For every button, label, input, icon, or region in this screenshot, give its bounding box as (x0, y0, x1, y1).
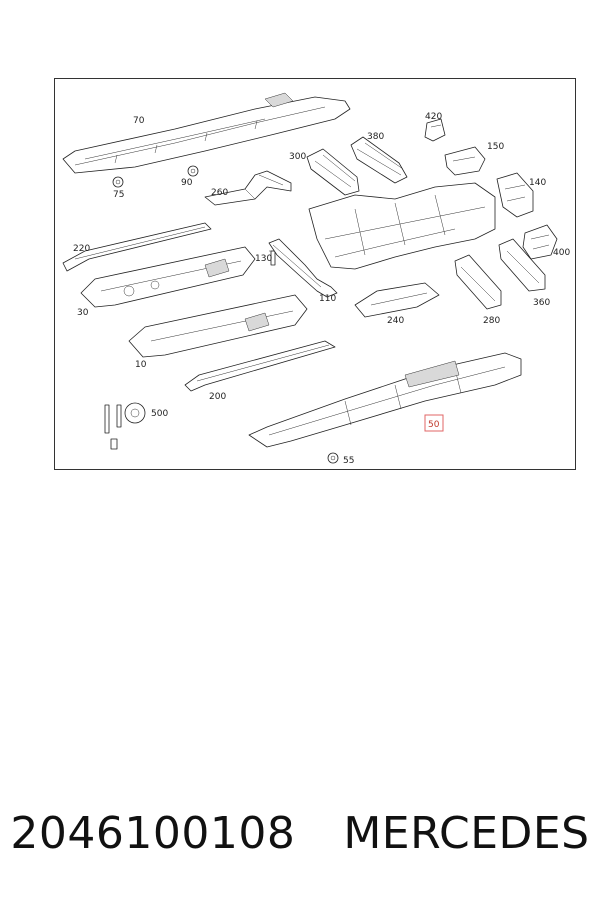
callout-10: 10 (135, 360, 147, 370)
callout-50: 50 (428, 420, 440, 430)
part-90-clip (187, 165, 199, 177)
part-420-bracket (424, 118, 446, 142)
part-75-clip (112, 176, 124, 188)
part-70-floor-panel (62, 92, 351, 174)
callout-260: 260 (211, 188, 228, 198)
part-number: 2046100108 (10, 807, 296, 859)
part-240-bracket (354, 282, 440, 318)
caption-bar: 2046100108 MERCEDES (0, 798, 600, 868)
callout-140: 140 (529, 178, 546, 188)
callout-500: 500 (151, 409, 168, 419)
part-360-reinforcement (498, 238, 546, 292)
part-50-main-floor-panel (248, 352, 522, 448)
callout-240: 240 (387, 316, 404, 326)
callout-70: 70 (133, 116, 145, 126)
callout-150: 150 (487, 142, 504, 152)
callout-400: 400 (553, 248, 570, 258)
part-140-bracket (496, 172, 534, 218)
part-400-bracket (522, 224, 558, 260)
callout-30: 30 (77, 308, 89, 318)
part-55-clip (327, 452, 339, 464)
part-380-reinforcement (350, 136, 408, 184)
part-30-floor-panel (80, 246, 256, 308)
part-500-hardware-kit (104, 402, 146, 450)
part-150-bracket (444, 146, 486, 176)
callout-360: 360 (533, 298, 550, 308)
callout-280: 280 (483, 316, 500, 326)
part-110-brace (268, 238, 338, 298)
highlight-box-50 (424, 414, 444, 432)
callout-75: 75 (113, 190, 124, 200)
callout-380: 380 (367, 132, 384, 142)
part-200-rail (184, 340, 336, 392)
floor-assembly-diagram: 70 75 90 260 300 380 (62, 92, 570, 466)
part-280-cross-member (454, 254, 502, 310)
callout-220: 220 (73, 244, 90, 254)
part-10-floor-panel (128, 294, 308, 358)
callout-130: 130 (255, 254, 272, 264)
callout-55: 55 (343, 456, 354, 466)
callout-200: 200 (209, 392, 226, 402)
brand-name: MERCEDES (343, 807, 590, 859)
parts-diagram-frame: 70 75 90 260 300 380 (54, 78, 576, 470)
part-300-cross-member (306, 148, 360, 196)
callout-300: 300 (289, 152, 306, 162)
part-220-rail (62, 222, 212, 272)
callout-420: 420 (425, 112, 442, 122)
callout-110: 110 (319, 294, 336, 304)
part-central-floor-panel (308, 182, 496, 270)
part-260-bracket (204, 170, 292, 206)
callout-90: 90 (181, 178, 193, 188)
